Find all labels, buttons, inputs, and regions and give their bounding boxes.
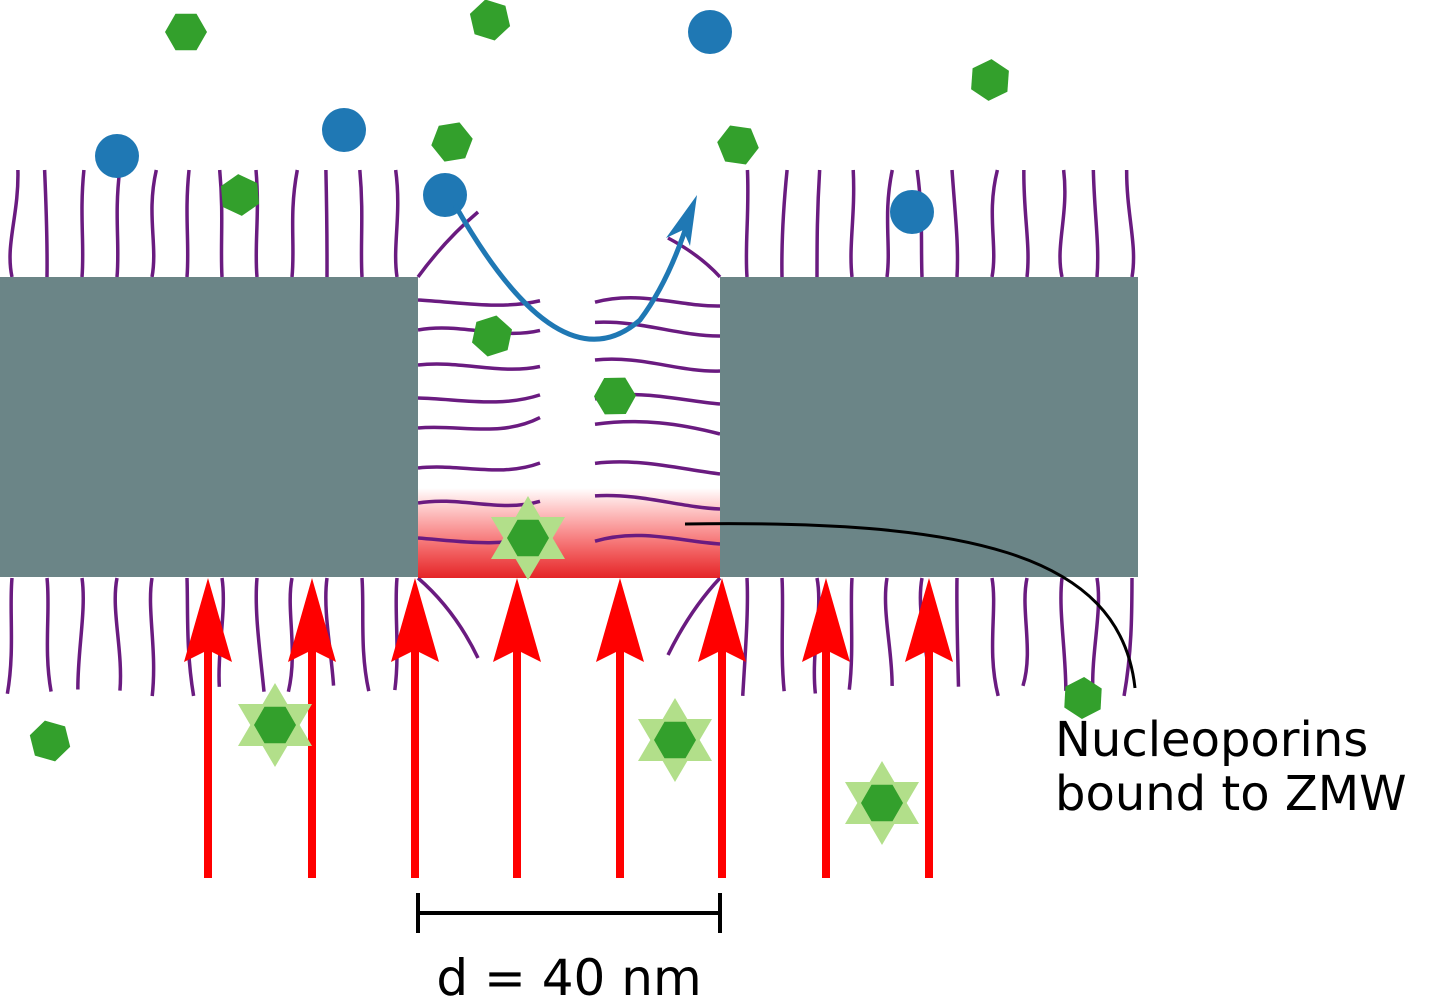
trajectory-arrowhead-icon <box>666 195 697 246</box>
hexagon-molecule-icon <box>971 59 1009 101</box>
pore-nucleoporin-strand <box>417 362 541 371</box>
nucleoporin-strand <box>667 236 722 279</box>
nucleoporin-strand <box>286 577 295 693</box>
hexagon-molecule-icon <box>861 784 903 822</box>
nucleoporin-strand <box>290 169 300 278</box>
pore-nucleoporin-strand <box>594 460 721 476</box>
hexagon-molecule-icon <box>469 0 511 41</box>
hexagon-molecule-icon <box>254 706 296 744</box>
pore-nucleoporin-strand <box>417 461 541 472</box>
red-up-arrow-icon <box>288 578 336 662</box>
blue-circle-particle-icon <box>95 134 139 178</box>
nucleoporin-strand <box>780 169 789 278</box>
molecules <box>29 0 1102 845</box>
nucleoporin-strand <box>393 577 399 691</box>
label-leader-line <box>684 522 1137 689</box>
nucleoporin-strand <box>217 169 224 278</box>
hexagon-molecule-icon <box>431 122 473 162</box>
red-up-arrow-icon <box>802 578 850 662</box>
pore-nucleoporin-strand <box>594 493 721 511</box>
nucleoporin-strand <box>780 577 786 692</box>
nucleoporin-strand <box>358 169 364 278</box>
nucleoporin-strand <box>115 169 122 278</box>
nucleoporin-strand <box>1058 169 1067 278</box>
nucleoporin-strand <box>1059 577 1068 691</box>
scale-label: d = 40 nm <box>436 949 701 998</box>
nucleoporin-strand <box>955 577 961 687</box>
nucleoporin-strand <box>1090 577 1101 690</box>
nucleoporin-strand <box>5 577 14 695</box>
nucleoporin-strand <box>1124 169 1136 278</box>
nucleoporin-strand <box>849 169 856 278</box>
nucleoporin-strand <box>1122 577 1134 697</box>
nucleoporin-strand <box>150 169 159 278</box>
hexagon-molecule-icon <box>717 125 759 165</box>
nucleoporin-strand <box>883 577 894 686</box>
pore-nucleoporin-strand <box>594 320 721 338</box>
pore-nucleoporin-strand <box>417 416 541 431</box>
nucleoporin-strand <box>950 169 960 278</box>
red-up-arrow-icon <box>698 578 746 662</box>
blue-circle-particle-icon <box>890 190 934 234</box>
nucleoporin-strand <box>148 577 156 697</box>
nucleoporin-strand <box>185 577 196 697</box>
hexagon-molecule-icon <box>165 13 207 51</box>
hexagon-molecule-icon <box>507 519 549 557</box>
zmw-membrane-right <box>720 277 1138 577</box>
nucleoporin-strand <box>990 169 1000 278</box>
red-up-arrow-icon <box>184 578 232 662</box>
red-up-arrow-icon <box>391 578 439 662</box>
nucleoporin-strand <box>1091 169 1100 278</box>
pore-nucleoporin-strand <box>594 419 721 436</box>
nucleoporin-strand <box>416 210 480 279</box>
blue-circle-particle-icon <box>322 108 366 152</box>
nucleoporin-strand <box>45 577 53 692</box>
pore-nucleoporin-strand <box>594 533 721 546</box>
hexagon-molecule-icon <box>654 721 696 759</box>
nucleoporin-strand <box>324 169 329 278</box>
pore-nucleoporin-strand <box>417 393 541 404</box>
nucleoporin-strand <box>393 169 400 278</box>
hexagon-molecule-icon <box>221 174 259 216</box>
nucleoporin-strand <box>666 576 722 656</box>
rejected-particle-trajectory <box>452 203 693 342</box>
nucleoporin-strand <box>416 576 480 659</box>
nucleoporin-strand <box>885 169 894 278</box>
nucleoporin-strand <box>1021 577 1030 687</box>
nucleoporin-strand <box>42 169 49 278</box>
zmw-membrane-left <box>0 277 418 577</box>
hexagon-molecule-icon <box>472 315 512 357</box>
pore-nucleoporin-strand <box>594 357 721 373</box>
nucleoporin-strand <box>990 577 1000 697</box>
nucleoporin-strand <box>815 169 822 278</box>
nucleoporin-strand <box>324 577 336 686</box>
scale-bar <box>416 893 722 933</box>
red-up-arrow-icon <box>905 578 953 662</box>
nucleoporin-strand <box>76 577 85 690</box>
nucleoporin-strand <box>360 577 371 692</box>
nucleoporin-strand <box>847 577 854 690</box>
pore-nucleoporin-strand <box>594 295 721 308</box>
hexagon-molecule-icon <box>594 377 636 415</box>
nucleoporin-strand <box>254 577 266 692</box>
nucleoporin-strand <box>80 169 86 278</box>
illumination-arrows <box>184 578 953 878</box>
nucleoporin-strand <box>113 577 123 691</box>
pore-nucleoporin-strands <box>417 295 721 546</box>
nucleoporin-label-line1: Nucleoporins <box>1055 712 1368 768</box>
nucleoporin-strand <box>1022 169 1030 278</box>
nucleoporin-strand <box>740 577 750 696</box>
nucleoporin-strand <box>185 169 191 278</box>
nucleoporin-strand <box>8 169 20 278</box>
nucleoporin-strands <box>5 169 1136 697</box>
nucleoporin-label-line2: bound to ZMW <box>1055 766 1407 822</box>
hexagon-molecule-icon <box>29 720 71 762</box>
hexagon-molecule-icon <box>1064 677 1102 719</box>
red-up-arrow-icon <box>596 578 644 662</box>
nucleoporin-strand <box>744 169 750 278</box>
red-up-arrow-icon <box>493 578 541 662</box>
blue-circle-particle-icon <box>688 10 732 54</box>
